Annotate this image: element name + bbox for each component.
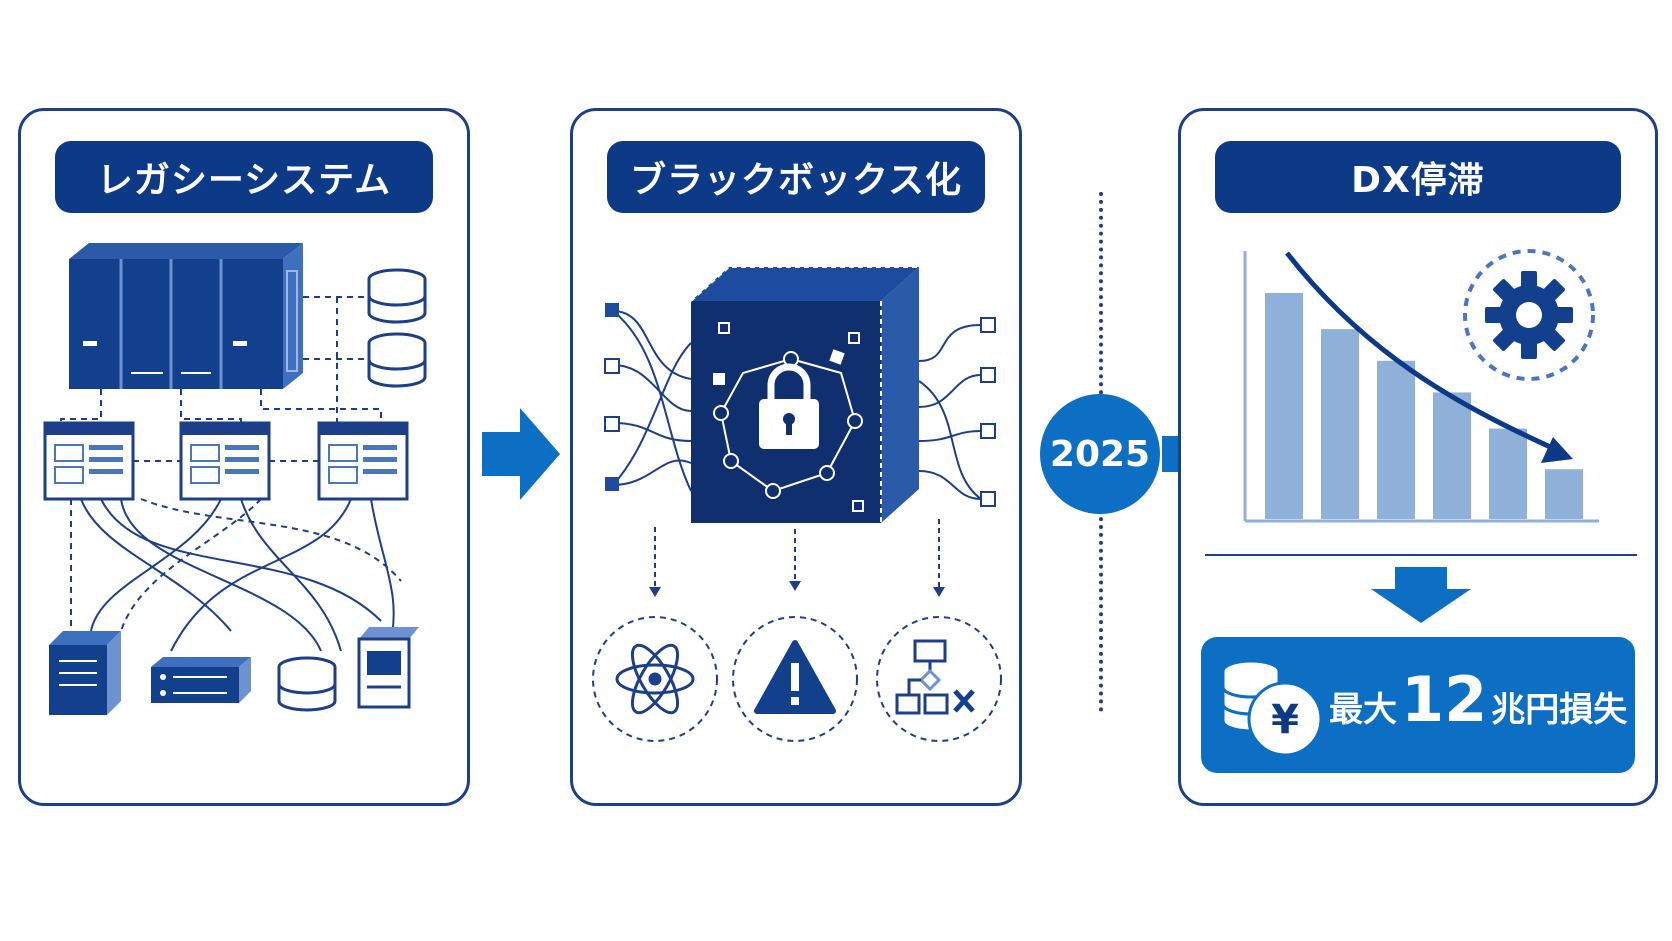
window-icon	[43, 421, 135, 501]
loss-prefix: 最大	[1329, 690, 1397, 730]
coin-stack-icon: ¥	[1221, 659, 1323, 757]
database-icon	[277, 656, 337, 712]
yen-coin-icon: ¥	[1247, 681, 1323, 757]
chart-bar-4	[1433, 392, 1471, 519]
database-icon	[367, 332, 427, 388]
server-rack-icon	[69, 243, 303, 389]
flowchart-error-icon	[895, 639, 975, 715]
loss-banner: ¥ 最大 12 兆円損失	[1201, 637, 1635, 773]
warning-icon	[754, 640, 836, 714]
network-switch-icon	[151, 657, 251, 703]
chart-bar-5	[1489, 428, 1527, 519]
svg-text:¥: ¥	[1271, 697, 1299, 743]
window-icon	[317, 421, 409, 501]
blackbox-title: ブラックボックス化	[607, 141, 985, 213]
chart-bar-1	[1265, 293, 1303, 519]
chart-bar-3	[1377, 360, 1415, 519]
blackbox-panel: ブラックボックス化	[570, 108, 1022, 806]
decline-trend-arrow	[1285, 251, 1561, 454]
blackbox-illustration	[592, 266, 1002, 742]
arrow-right-icon	[482, 408, 560, 500]
year-2025-badge: 2025	[1040, 394, 1160, 514]
dx-stagnation-illustration	[1205, 249, 1637, 623]
arrow-down-icon	[1371, 567, 1471, 623]
server-tower-icon	[49, 631, 121, 715]
database-icon	[367, 268, 427, 324]
loss-number: 12	[1401, 663, 1488, 736]
chart-bars	[1265, 293, 1583, 519]
atom-icon	[615, 643, 695, 715]
dx-stagnation-panel: DX停滞	[1178, 108, 1658, 806]
window-icon	[179, 421, 271, 501]
chart-bar-2	[1321, 329, 1359, 519]
chart-bar-6	[1545, 469, 1583, 519]
connector-node	[604, 303, 620, 491]
loss-suffix: 兆円損失	[1491, 690, 1628, 730]
legacy-system-title: レガシーシステム	[55, 141, 433, 213]
legacy-system-panel: レガシーシステム	[18, 108, 470, 806]
terminal-icon	[357, 627, 419, 709]
loss-amount: 最大 12 兆円損失	[1329, 637, 1627, 773]
padlock-icon	[759, 363, 819, 449]
gear-icon	[1463, 249, 1595, 381]
legacy-system-illustration	[43, 243, 427, 715]
dx-stagnation-title: DX停滞	[1215, 141, 1621, 213]
